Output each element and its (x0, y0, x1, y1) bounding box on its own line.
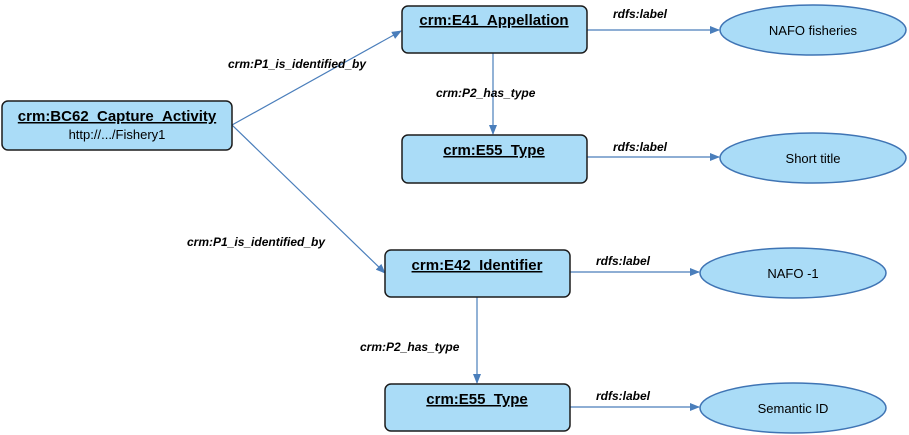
node-type-top-title: crm:E55_Type (443, 142, 544, 159)
node-type-top: crm:E55_Type (401, 134, 588, 184)
literal-short-title: Short title (719, 132, 907, 184)
node-appellation-title: crm:E41_Appellation (419, 12, 568, 29)
edge-label-text-p2-identifier: crm:P2_has_type (360, 340, 460, 354)
literal-nafo-1: NAFO -1 (699, 247, 887, 299)
edge-p1-to-appellation (231, 30, 402, 126)
edge-label-text-rdfs-type-bottom: rdfs:label (596, 389, 651, 403)
edges (231, 26, 720, 411)
node-type-bottom: crm:E55_Type (384, 383, 571, 432)
edge-label-text-rdfs-appellation: rdfs:label (613, 7, 668, 21)
literal-short-title-text: Short title (786, 151, 841, 166)
edge-label-text-p2-appellation: crm:P2_has_type (436, 86, 536, 100)
edge-label-text-p1-appellation: crm:P1_is_identified_by (228, 57, 367, 71)
edge-label-text-rdfs-type-top: rdfs:label (613, 140, 668, 154)
literal-semantic-id-text: Semantic ID (758, 401, 829, 416)
literal-nafo-fisheries-text: NAFO fisheries (769, 23, 858, 38)
node-capture-activity-uri: http://.../Fishery1 (69, 127, 166, 142)
node-type-bottom-title: crm:E55_Type (426, 391, 527, 408)
edge-p1-to-identifier (231, 124, 386, 274)
node-identifier: crm:E42_Identifier (384, 249, 571, 298)
edge-label-text-rdfs-identifier: rdfs:label (596, 254, 651, 268)
edge-label-text-p1-identifier: crm:P1_is_identified_by (187, 235, 326, 249)
node-capture-activity: crm:BC62_Capture_Activity http://.../Fis… (1, 100, 233, 151)
node-identifier-title: crm:E42_Identifier (412, 257, 543, 274)
literal-nafo-1-text: NAFO -1 (767, 266, 818, 281)
node-capture-activity-title: crm:BC62_Capture_Activity (18, 108, 217, 125)
node-appellation: crm:E41_Appellation (401, 5, 588, 54)
literal-semantic-id: Semantic ID (699, 382, 887, 434)
literal-nafo-fisheries: NAFO fisheries (719, 4, 907, 56)
